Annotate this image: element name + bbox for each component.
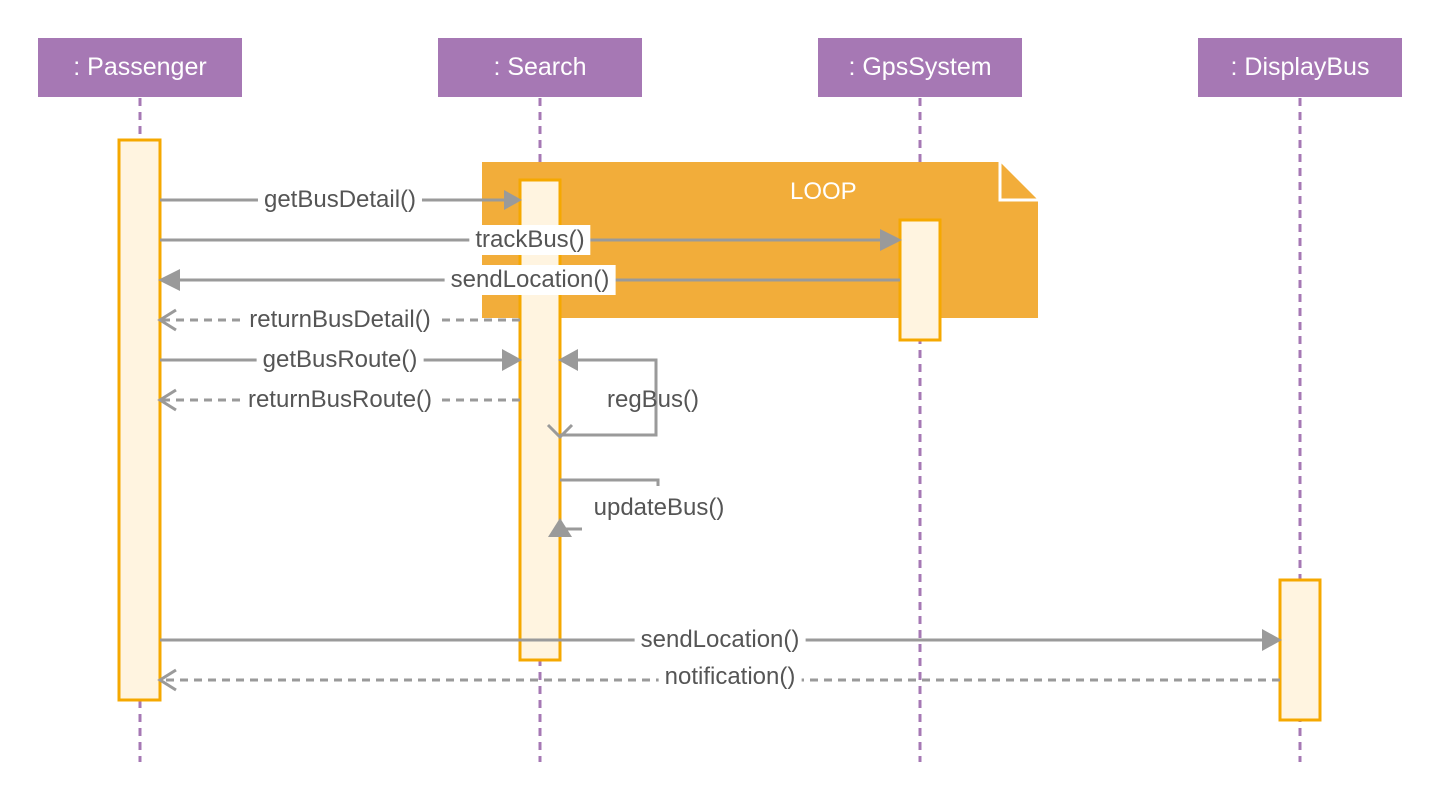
label-returnBusDetail: returnBusDetail() <box>243 305 437 335</box>
label-trackBus: trackBus() <box>469 225 591 255</box>
label-notification: notification() <box>658 662 802 692</box>
activation-passenger <box>117 138 162 702</box>
activation-gps <box>898 218 942 342</box>
activations <box>117 138 1322 722</box>
label-getBusRoute: getBusRoute() <box>256 345 424 375</box>
lifeline-header-gps: : GpsSystem <box>818 38 1022 97</box>
activation-display <box>1278 578 1322 722</box>
label-sendLocation1: sendLocation() <box>444 265 616 295</box>
label-regBus: regBus() <box>606 386 700 413</box>
label-updateBus: updateBus() <box>593 494 725 521</box>
msg-regBus <box>546 349 658 440</box>
lifeline-header-display: : DisplayBus <box>1198 38 1402 97</box>
msg-returnBusRoute <box>157 388 520 412</box>
lifeline-header-passenger: : Passenger <box>38 38 242 97</box>
msg-notification <box>157 668 1280 692</box>
msg-returnBusDetail <box>157 308 520 332</box>
label-sendLocation2: sendLocation() <box>634 625 806 655</box>
msg-updateBus <box>548 478 660 537</box>
label-getBusDetail: getBusDetail() <box>257 185 423 215</box>
loop-label: LOOP <box>790 178 857 205</box>
activation-search <box>518 178 562 662</box>
label-returnBusRoute: returnBusRoute() <box>241 385 439 415</box>
lifeline-header-search: : Search <box>438 38 642 97</box>
